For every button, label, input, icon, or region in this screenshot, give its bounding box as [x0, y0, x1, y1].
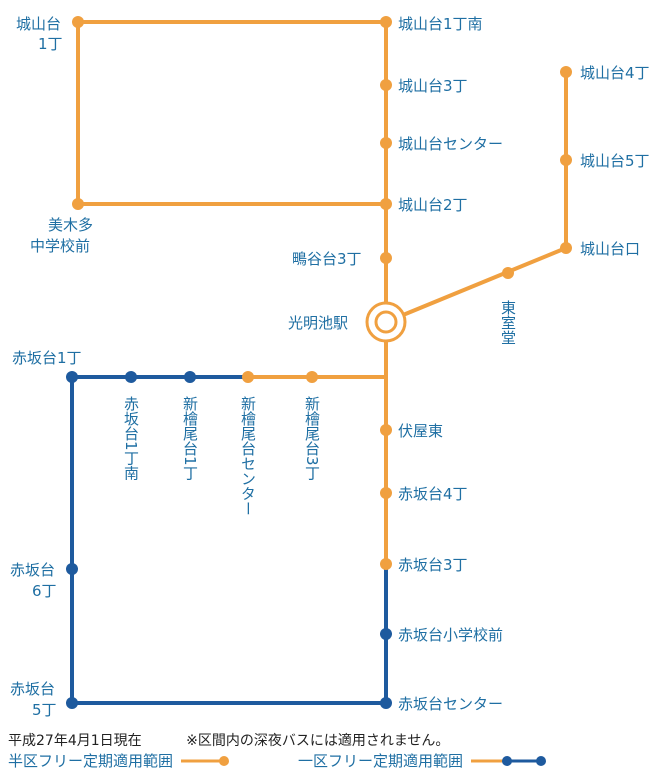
stop-dot: [502, 267, 514, 279]
stop-label-shiroyamadai-2: 城山台2丁: [398, 196, 468, 214]
stop-dot: [380, 198, 392, 210]
akasakadai-loop-line: [70, 375, 388, 705]
stop-label-shigitani-3: 鴫谷台3丁: [292, 250, 362, 268]
stop-labels: 城山台 1丁 城山台1丁南 城山台3丁 城山台センター 城山台2丁 美木多 中学…: [10, 15, 650, 719]
legend-orange-blue-line-icon: [471, 755, 547, 766]
komyoike-station-icon: [365, 301, 407, 343]
stop-label-komyoike: 光明池駅: [288, 314, 348, 332]
stop-label-mikita-b: 中学校前: [30, 237, 90, 255]
stop-dot: [380, 137, 392, 149]
stop-dot: [380, 252, 392, 264]
stop-dot: [380, 16, 392, 28]
stop-dot: [66, 563, 78, 575]
stop-label-akasakadai-center: 赤坂台センター: [398, 695, 503, 713]
late-night-note: ※区間内の深夜バスには適用されません。: [186, 733, 450, 749]
orange-routes: [76, 20, 568, 566]
stop-label-akasakadai-6a: 赤坂台: [10, 561, 55, 579]
shiroyamadai-loop-line: [76, 20, 388, 324]
stop-dot: [125, 371, 137, 383]
stop-label-shinhiwao-1: 新檜尾台1丁: [181, 396, 199, 481]
stop-label-shiroyamadai-5: 城山台5丁: [580, 152, 650, 170]
stop-label-shiroyamadai-guchi: 城山台口: [580, 240, 640, 258]
stop-label-akasakadai-5a: 赤坂台: [10, 680, 55, 698]
stop-dot: [66, 371, 78, 383]
legend-half-label: 半区フリー定期適用範囲: [8, 752, 174, 770]
as-of-date: 平成27年4月1日現在: [8, 733, 142, 749]
stop-dot: [380, 424, 392, 436]
legend-one-label: 一区フリー定期適用範囲: [298, 752, 464, 770]
blue-stops: [66, 371, 392, 709]
stop-dot: [560, 154, 572, 166]
stop-label-shinhiwao-center: 新檜尾台センター: [239, 396, 257, 516]
stop-dot: [380, 697, 392, 709]
stop-label-akasakadai-1: 赤坂台1丁: [12, 349, 82, 367]
stop-label-akasakadai-4: 赤坂台4丁: [398, 485, 468, 503]
stop-label-akasakadai-3: 赤坂台3丁: [398, 556, 468, 574]
stop-dot: [560, 66, 572, 78]
stop-label-akasakadai-1-minami: 赤坂台1丁南: [122, 396, 140, 481]
stop-label-shiroyamadai-center: 城山台センター: [398, 135, 503, 153]
vertical-stop-labels: 東室堂 赤坂台1丁南 新檜尾台1丁 新檜尾台センター 新檜尾台3丁: [122, 300, 517, 516]
legend-half-section: 半区フリー定期適用範囲: [8, 750, 231, 771]
stop-label-shinhiwao-3: 新檜尾台3丁: [303, 396, 321, 481]
stop-label-akasakadai-5b: 5丁: [32, 701, 57, 719]
stop-dot: [66, 697, 78, 709]
stop-dot: [560, 242, 572, 254]
stop-label-tomurodo: 東室堂: [499, 300, 517, 345]
stop-dot: [380, 79, 392, 91]
stop-label-shiroyamadai-1-minami: 城山台1丁南: [398, 15, 483, 33]
stop-dot: [306, 371, 318, 383]
stop-label-shiroyamadai-1b: 1丁: [38, 35, 63, 53]
shiroyamadai-left-line: [76, 20, 388, 206]
orange-stops: [72, 16, 572, 570]
stop-label-fushiyahigashi: 伏屋東: [398, 422, 443, 440]
stop-label-akasakadai-shogakko: 赤坂台小学校前: [398, 626, 503, 644]
legend-one-section: 一区フリー定期適用範囲: [298, 750, 549, 771]
stop-dot: [72, 16, 84, 28]
stop-label-mikita-a: 美木多: [48, 216, 93, 234]
stop-dot: [380, 487, 392, 499]
stop-dot: [72, 198, 84, 210]
stop-dot: [380, 558, 392, 570]
date-note: 平成27年4月1日現在 ※区間内の深夜バスには適用されません。: [8, 730, 449, 750]
stop-dot: [242, 371, 254, 383]
stop-label-shiroyamadai-1: 城山台: [16, 15, 61, 33]
stop-label-shiroyamadai-4: 城山台4丁: [580, 64, 650, 82]
stop-label-akasakadai-6b: 6丁: [32, 582, 57, 600]
stop-label-shiroyamadai-3: 城山台3丁: [398, 77, 468, 95]
legend-orange-line-icon: [181, 755, 230, 766]
blue-routes: [70, 375, 388, 705]
stop-dot: [380, 628, 392, 640]
stop-dot: [184, 371, 196, 383]
